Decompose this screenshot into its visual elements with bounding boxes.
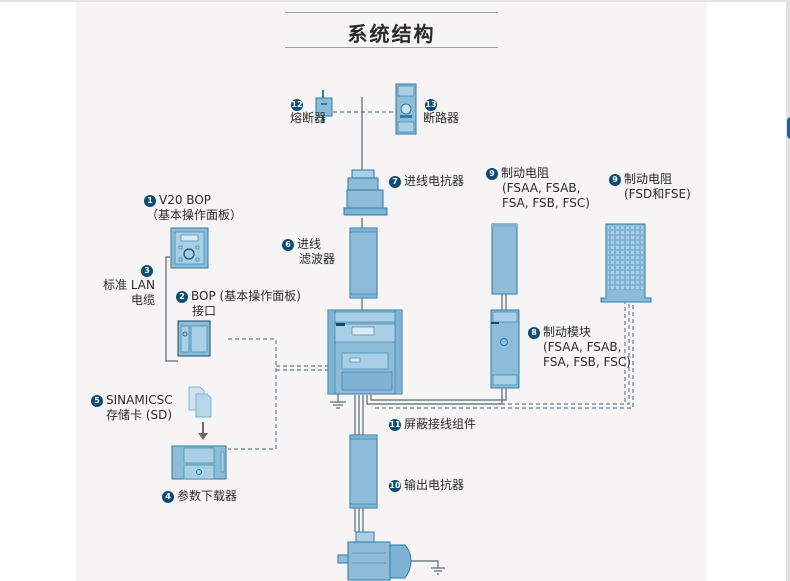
lan-cable-sublabel: 电缆 — [130, 293, 155, 307]
label-circuit-breaker: 13 断路器 — [423, 99, 459, 126]
badge-13: 13 — [425, 99, 437, 111]
sd-card-icon — [188, 386, 212, 418]
shield-kit-label: 屏蔽接线组件 — [404, 417, 477, 431]
inverter-icon — [327, 309, 403, 395]
bop-interface-label: BOP (基本操作面板) — [191, 289, 301, 303]
v20-bop-label: V20 BOP — [159, 193, 211, 207]
v20-bop-sublabel: （基本操作面板） — [146, 208, 243, 222]
braking-resistor-large-icon — [600, 223, 652, 303]
bop-interface-sublabel: 接口 — [192, 304, 217, 318]
output-reactor-icon — [349, 434, 378, 509]
arrow-down-icon — [198, 422, 208, 440]
circuit-breaker-label: 断路器 — [423, 111, 460, 125]
badge-5: 5 — [91, 395, 103, 407]
braking-module-label: 制动模块 — [543, 325, 592, 339]
badge-9: 9 — [609, 174, 621, 186]
parameter-loader-icon — [171, 445, 227, 480]
braking-resistor-frames-1: (FSAA, FSAB, — [502, 181, 581, 195]
braking-resistor-large-frames: (FSD和FSE) — [624, 187, 691, 201]
badge-4: 4 — [162, 491, 174, 503]
page-title: 系统结构 — [347, 22, 436, 46]
bop-panel-icon — [170, 227, 209, 269]
line-reactor-label: 进线电抗器 — [404, 174, 465, 188]
bop-interface-icon — [177, 320, 211, 357]
badge-12: 12 — [291, 99, 303, 111]
line-filter-sublabel: 滤波器 — [299, 252, 336, 266]
badge-3: 3 — [141, 265, 153, 277]
braking-module-frames-2: FSA, FSB, FSC) — [543, 355, 631, 369]
sd-card-label: SINAMICSC — [106, 393, 173, 407]
badge-2: 2 — [176, 291, 188, 303]
badge-10: 10 — [389, 480, 401, 492]
parameter-loader-label: 参数下载器 — [177, 489, 238, 503]
fuse-label: 熔断器 — [290, 111, 327, 125]
line-filter-label: 进线 — [297, 237, 322, 251]
side-widget-button[interactable] — [787, 117, 790, 139]
badge-7: 7 — [389, 176, 401, 188]
label-fuse: 12 熔断器 — [290, 99, 326, 126]
title-rule-bottom — [285, 47, 498, 48]
braking-module-icon — [490, 309, 520, 389]
title-rule-top — [285, 12, 498, 13]
braking-module-frames-1: (FSAA, FSAB, — [543, 340, 622, 354]
badge-6: 6 — [282, 239, 294, 251]
lan-cable-label: 标准 LAN — [103, 278, 155, 292]
line-filter-icon — [349, 227, 378, 299]
fuse-icon — [315, 90, 333, 123]
line-reactor-icon — [343, 169, 388, 216]
motor-icon — [337, 531, 412, 581]
badge-1: 1 — [144, 195, 156, 207]
braking-resistor-icon — [491, 223, 518, 295]
circuit-breaker-icon — [395, 83, 417, 135]
top-border — [0, 0, 790, 2]
output-reactor-label: 输出电抗器 — [404, 478, 465, 492]
badge-8: 8 — [528, 327, 540, 339]
signal-wires — [228, 111, 634, 450]
badge-9: 9 — [486, 168, 498, 180]
braking-resistor-large-label: 制动电阻 — [624, 172, 673, 186]
badge-11: 11 — [389, 419, 401, 431]
power-wires — [165, 97, 507, 575]
braking-resistor-label: 制动电阻 — [501, 166, 550, 180]
sd-card-sublabel: 存储卡 (SD) — [106, 408, 173, 422]
braking-resistor-frames-2: FSA, FSB, FSC) — [502, 196, 590, 210]
scrollbar-track[interactable] — [786, 0, 790, 581]
label-lan-cable: 3 标准 LAN 电缆 — [97, 263, 155, 308]
